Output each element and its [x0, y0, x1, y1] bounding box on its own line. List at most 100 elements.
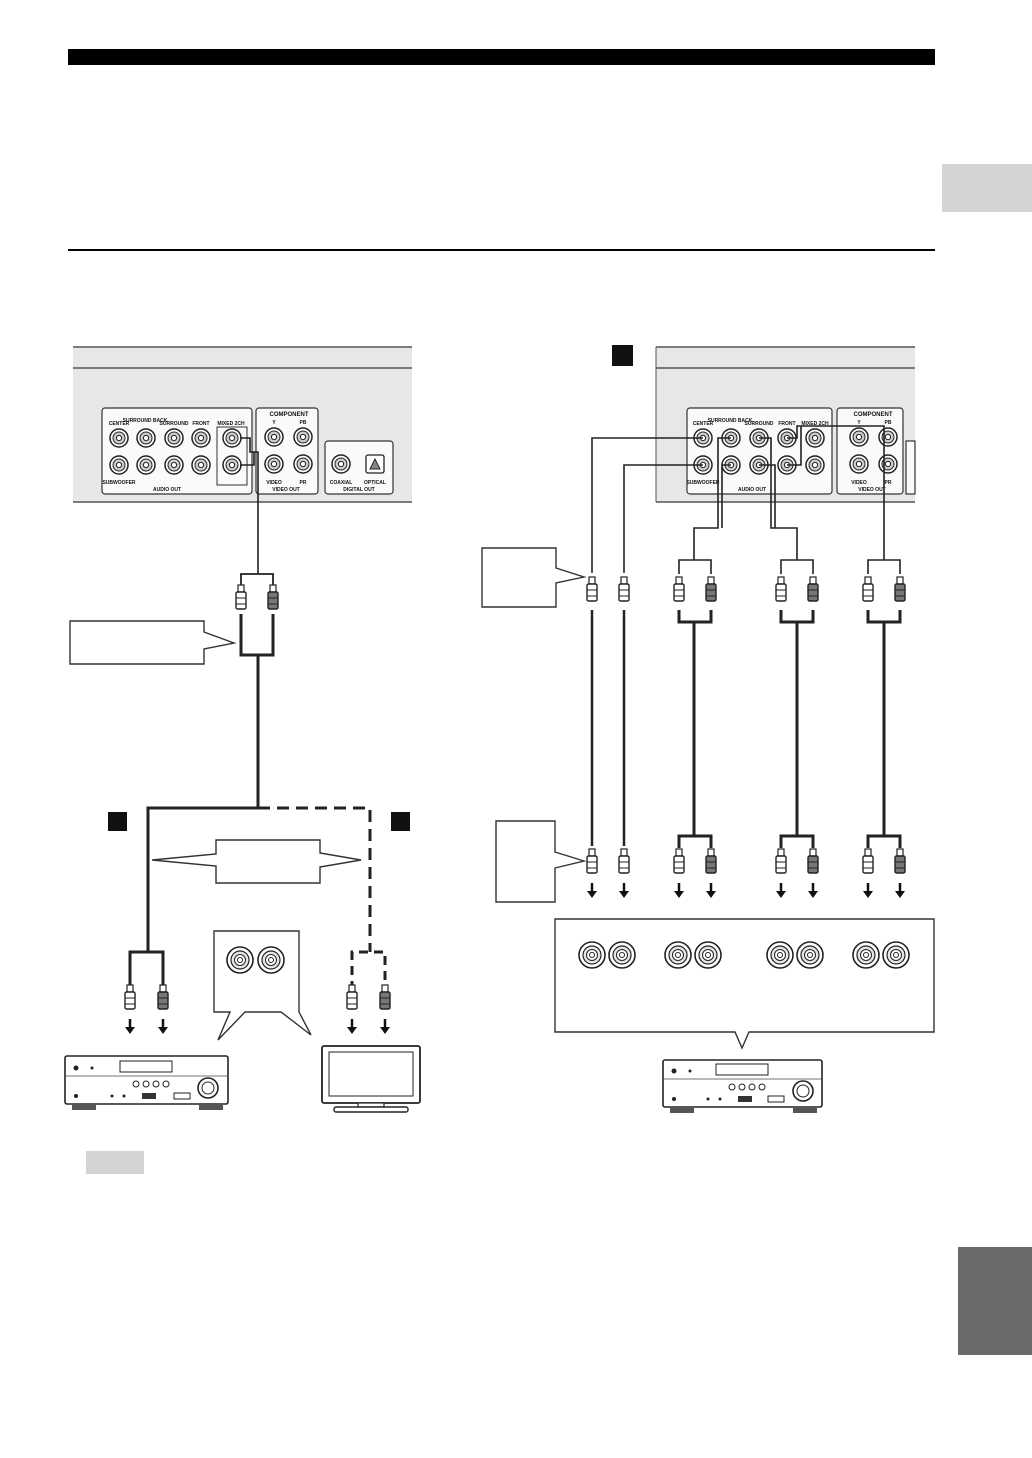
left-arrow-1-icon	[123, 1017, 137, 1036]
left-jack-front-l	[191, 428, 211, 448]
left-surround-label: SURROUND	[160, 421, 189, 427]
right-center-label: CENTER	[693, 421, 714, 427]
right-pr-label: PR	[885, 480, 892, 486]
left-plug-red-top	[267, 584, 279, 610]
right-plug-center-top	[586, 576, 598, 602]
right-plug-sub-top	[618, 576, 630, 602]
right-audio-cables	[591, 425, 901, 574]
receiver-jack-5	[766, 941, 794, 969]
left-pb-label: PB	[300, 420, 307, 426]
right-jack-component-pb	[878, 427, 898, 447]
right-arrow-8-icon	[893, 881, 907, 900]
left-audio-cable	[128, 437, 387, 990]
right-plug-fr-r-top	[894, 576, 906, 602]
right-plug-sur-r-bottom	[807, 848, 819, 874]
receiver-jack-7	[852, 941, 880, 969]
left-digital-out-label: DIGITAL OUT	[343, 487, 374, 493]
right-arrow-7-icon	[861, 881, 875, 900]
note-label-box	[86, 1151, 144, 1174]
right-audio-cable-lines	[590, 610, 902, 848]
left-component-label: COMPONENT	[270, 412, 309, 418]
right-video-out-label: VIDEO OUT	[858, 487, 886, 493]
right-plug-fr-l-top	[862, 576, 874, 602]
right-arrow-1-icon	[585, 881, 599, 900]
right-jack-video	[849, 454, 869, 474]
right-plug-sb-l-top	[673, 576, 685, 602]
right-plug-sb-l-bottom	[673, 848, 685, 874]
receiver-inputs-callout	[554, 918, 935, 1050]
right-plug-sb-r-top	[705, 576, 717, 602]
left-jack-subwoofer	[109, 455, 129, 475]
right-video-label: VIDEO	[851, 480, 867, 486]
left-arrow-3-icon	[345, 1017, 359, 1036]
receiver-jack-3	[664, 941, 692, 969]
left-jack-component-pb	[293, 427, 313, 447]
left-jack-center	[109, 428, 129, 448]
left-coaxial-label: COAXIAL	[330, 480, 353, 486]
left-pr-label: PR	[300, 480, 307, 486]
right-jack-mixed-r	[805, 455, 825, 475]
left-optical-port-icon	[369, 457, 381, 470]
language-tab-light[interactable]	[942, 164, 1032, 212]
left-cable-callout	[69, 620, 237, 665]
left-jack-mixed-l	[222, 428, 242, 448]
receiver-jack-2	[608, 941, 636, 969]
right-plug-sur-r-top	[807, 576, 819, 602]
right-component-label: COMPONENT	[854, 412, 893, 418]
receiver-jack-8	[882, 941, 910, 969]
left-jack-mixed-r	[222, 455, 242, 475]
right-arrow-5-icon	[774, 881, 788, 900]
section-tab-dark[interactable]	[958, 1247, 1032, 1355]
left-jack-front-r	[191, 455, 211, 475]
left-plug-white-tv	[346, 984, 358, 1010]
right-mixed-label: MIXED 2CH	[801, 421, 829, 427]
right-plug-fr-l-bottom	[862, 848, 874, 874]
left-jack-component-pr	[293, 454, 313, 474]
receiver-jack-6	[796, 941, 824, 969]
left-jack-video	[264, 454, 284, 474]
detail-jack-l	[226, 946, 254, 974]
marker-c-box	[612, 345, 633, 366]
av-receiver-right	[662, 1059, 823, 1113]
left-jack-surround-r	[164, 455, 184, 475]
left-y-label: Y	[272, 420, 276, 426]
left-player-rear-panel: CENTER SURROUND BACK SURROUND FRONT MIXE…	[73, 346, 412, 503]
right-jack-mixed-l	[805, 428, 825, 448]
header-bar	[68, 49, 935, 65]
right-arrow-6-icon	[806, 881, 820, 900]
left-either-callout	[151, 839, 362, 884]
section-rule	[68, 249, 935, 251]
left-jack-surround-back-l	[136, 428, 156, 448]
left-jack-component-y	[264, 427, 284, 447]
right-surround-back-label: SURROUND BACK	[708, 418, 753, 424]
marker-a-box	[108, 812, 127, 831]
right-plug-center-bottom	[586, 848, 598, 874]
right-arrow-4-icon	[704, 881, 718, 900]
left-front-label: FRONT	[192, 421, 209, 427]
detail-jack-r	[257, 946, 285, 974]
left-optical-label: OPTICAL	[364, 480, 386, 486]
right-plug-sur-l-top	[775, 576, 787, 602]
left-audio-out-label: AUDIO OUT	[153, 487, 181, 493]
right-plug-sur-l-bottom	[775, 848, 787, 874]
receiver-jack-1	[578, 941, 606, 969]
right-audio-out-label: AUDIO OUT	[738, 487, 766, 493]
right-jack-component-y	[849, 427, 869, 447]
left-arrow-2-icon	[156, 1017, 170, 1036]
right-front-label: FRONT	[778, 421, 795, 427]
right-jack-component-pr	[878, 454, 898, 474]
left-plug-white-top	[235, 584, 247, 610]
right-plug-fr-r-bottom	[894, 848, 906, 874]
left-video-label: VIDEO	[266, 480, 282, 486]
marker-b-box	[391, 812, 410, 831]
right-top-callout	[481, 547, 587, 608]
right-pb-label: PB	[885, 420, 892, 426]
left-video-out-label: VIDEO OUT	[272, 487, 300, 493]
right-arrow-2-icon	[617, 881, 631, 900]
right-subwoofer-label: SUBWOOFER	[686, 480, 719, 486]
left-jack-coaxial	[331, 454, 351, 474]
right-plug-sb-r-bottom	[705, 848, 717, 874]
receiver-jack-4	[694, 941, 722, 969]
left-jack-surround-back-r	[136, 455, 156, 475]
